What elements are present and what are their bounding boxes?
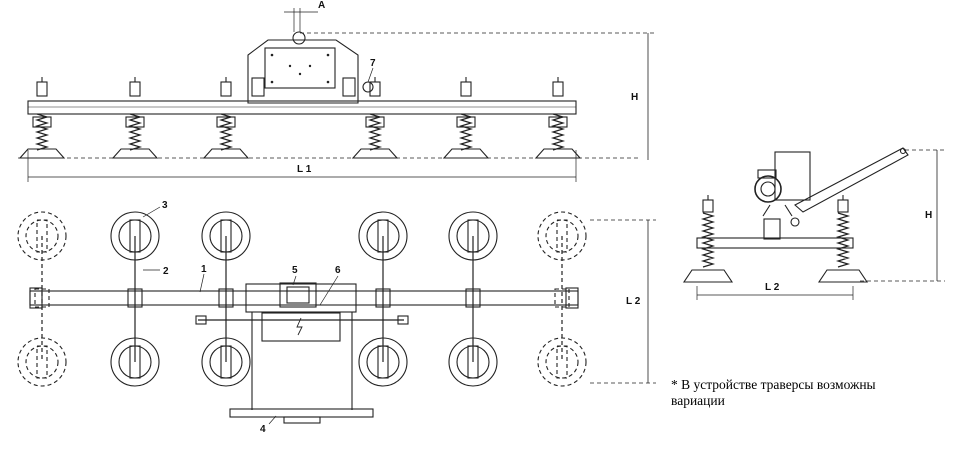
front-carriage-plate — [264, 47, 336, 89]
callout-1: 1 — [201, 264, 207, 275]
front-main-beam — [27, 100, 577, 115]
front-cup-assembly — [442, 77, 490, 159]
top-cup-pair — [448, 211, 498, 387]
top-cup-pair — [201, 211, 251, 387]
side-arm-pin — [899, 147, 907, 155]
top-handle-right-grip — [397, 315, 409, 325]
front-cup-assembly — [351, 77, 399, 159]
side-main-beam — [696, 237, 854, 249]
front-cup-assemblies — [18, 77, 582, 159]
top-motor — [279, 282, 317, 308]
side-motor-inner — [760, 181, 776, 197]
callout-5: 5 — [292, 265, 298, 276]
top-center-housing — [245, 283, 357, 313]
front-carriage-outline — [247, 39, 359, 104]
top-cup-optional — [537, 211, 587, 387]
callout-4: 4 — [260, 424, 266, 435]
side-hook-ring — [790, 217, 800, 227]
front-cup-assembly — [534, 77, 582, 159]
top-cup-pair — [358, 211, 408, 387]
side-arm — [794, 147, 909, 213]
dim-l2-side-label: L 2 — [765, 282, 780, 293]
side-chain-right — [784, 204, 793, 217]
top-cup-grid — [17, 211, 587, 387]
callout-4-leader — [268, 415, 277, 425]
top-tail-block — [283, 416, 321, 424]
front-right-block — [342, 77, 356, 97]
front-carriage-bolts — [270, 53, 330, 84]
side-housing — [774, 151, 811, 201]
side-view: H L 2 — [682, 147, 945, 300]
callout-5-leader — [292, 275, 297, 286]
side-motor-outer — [754, 175, 782, 203]
callout-2: 2 — [163, 266, 169, 277]
callout-7-leader — [367, 67, 374, 83]
top-beam-cap-left — [29, 287, 43, 309]
front-hook-eye — [292, 31, 306, 45]
top-motor-inner — [286, 286, 310, 304]
dim-h-side-label: H — [925, 210, 932, 221]
dim-a-label: A — [318, 0, 325, 11]
front-cup-assembly — [18, 77, 66, 159]
front-left-block — [251, 77, 265, 97]
side-cup-right — [817, 195, 869, 283]
top-beam-cap-right — [565, 287, 579, 309]
top-lower-plate — [261, 312, 341, 342]
callout-7: 7 — [370, 58, 376, 69]
callout-1-leader — [199, 273, 205, 293]
top-tail-plate — [229, 408, 374, 418]
side-hook-block — [763, 218, 781, 240]
side-motor-top — [757, 169, 777, 179]
dim-h-front-label: H — [631, 92, 638, 103]
dim-l2-top-label: L 2 — [626, 296, 641, 307]
front-cup-assembly — [111, 77, 159, 159]
callout-6: 6 — [335, 265, 341, 276]
variations-note: * В устройстве траверсы возможны вариаци… — [671, 377, 876, 408]
callout-6-leader — [319, 275, 339, 306]
top-cup-pair — [110, 211, 160, 387]
top-handle-left-grip — [195, 315, 207, 325]
top-cup-optional — [17, 211, 67, 387]
top-view: L 2 1 2 3 4 5 6 — [17, 200, 656, 435]
front-view: A H L 1 7 — [18, 0, 655, 182]
side-chain-left — [762, 204, 771, 217]
front-cup-assembly — [202, 77, 250, 159]
electric-symbol-icon — [296, 317, 303, 336]
side-cup-left — [682, 195, 734, 283]
dim-l1-label: L 1 — [297, 164, 312, 175]
callout-3: 3 — [162, 200, 168, 211]
front-gauge — [362, 81, 374, 93]
callout-3-leader — [142, 206, 161, 218]
